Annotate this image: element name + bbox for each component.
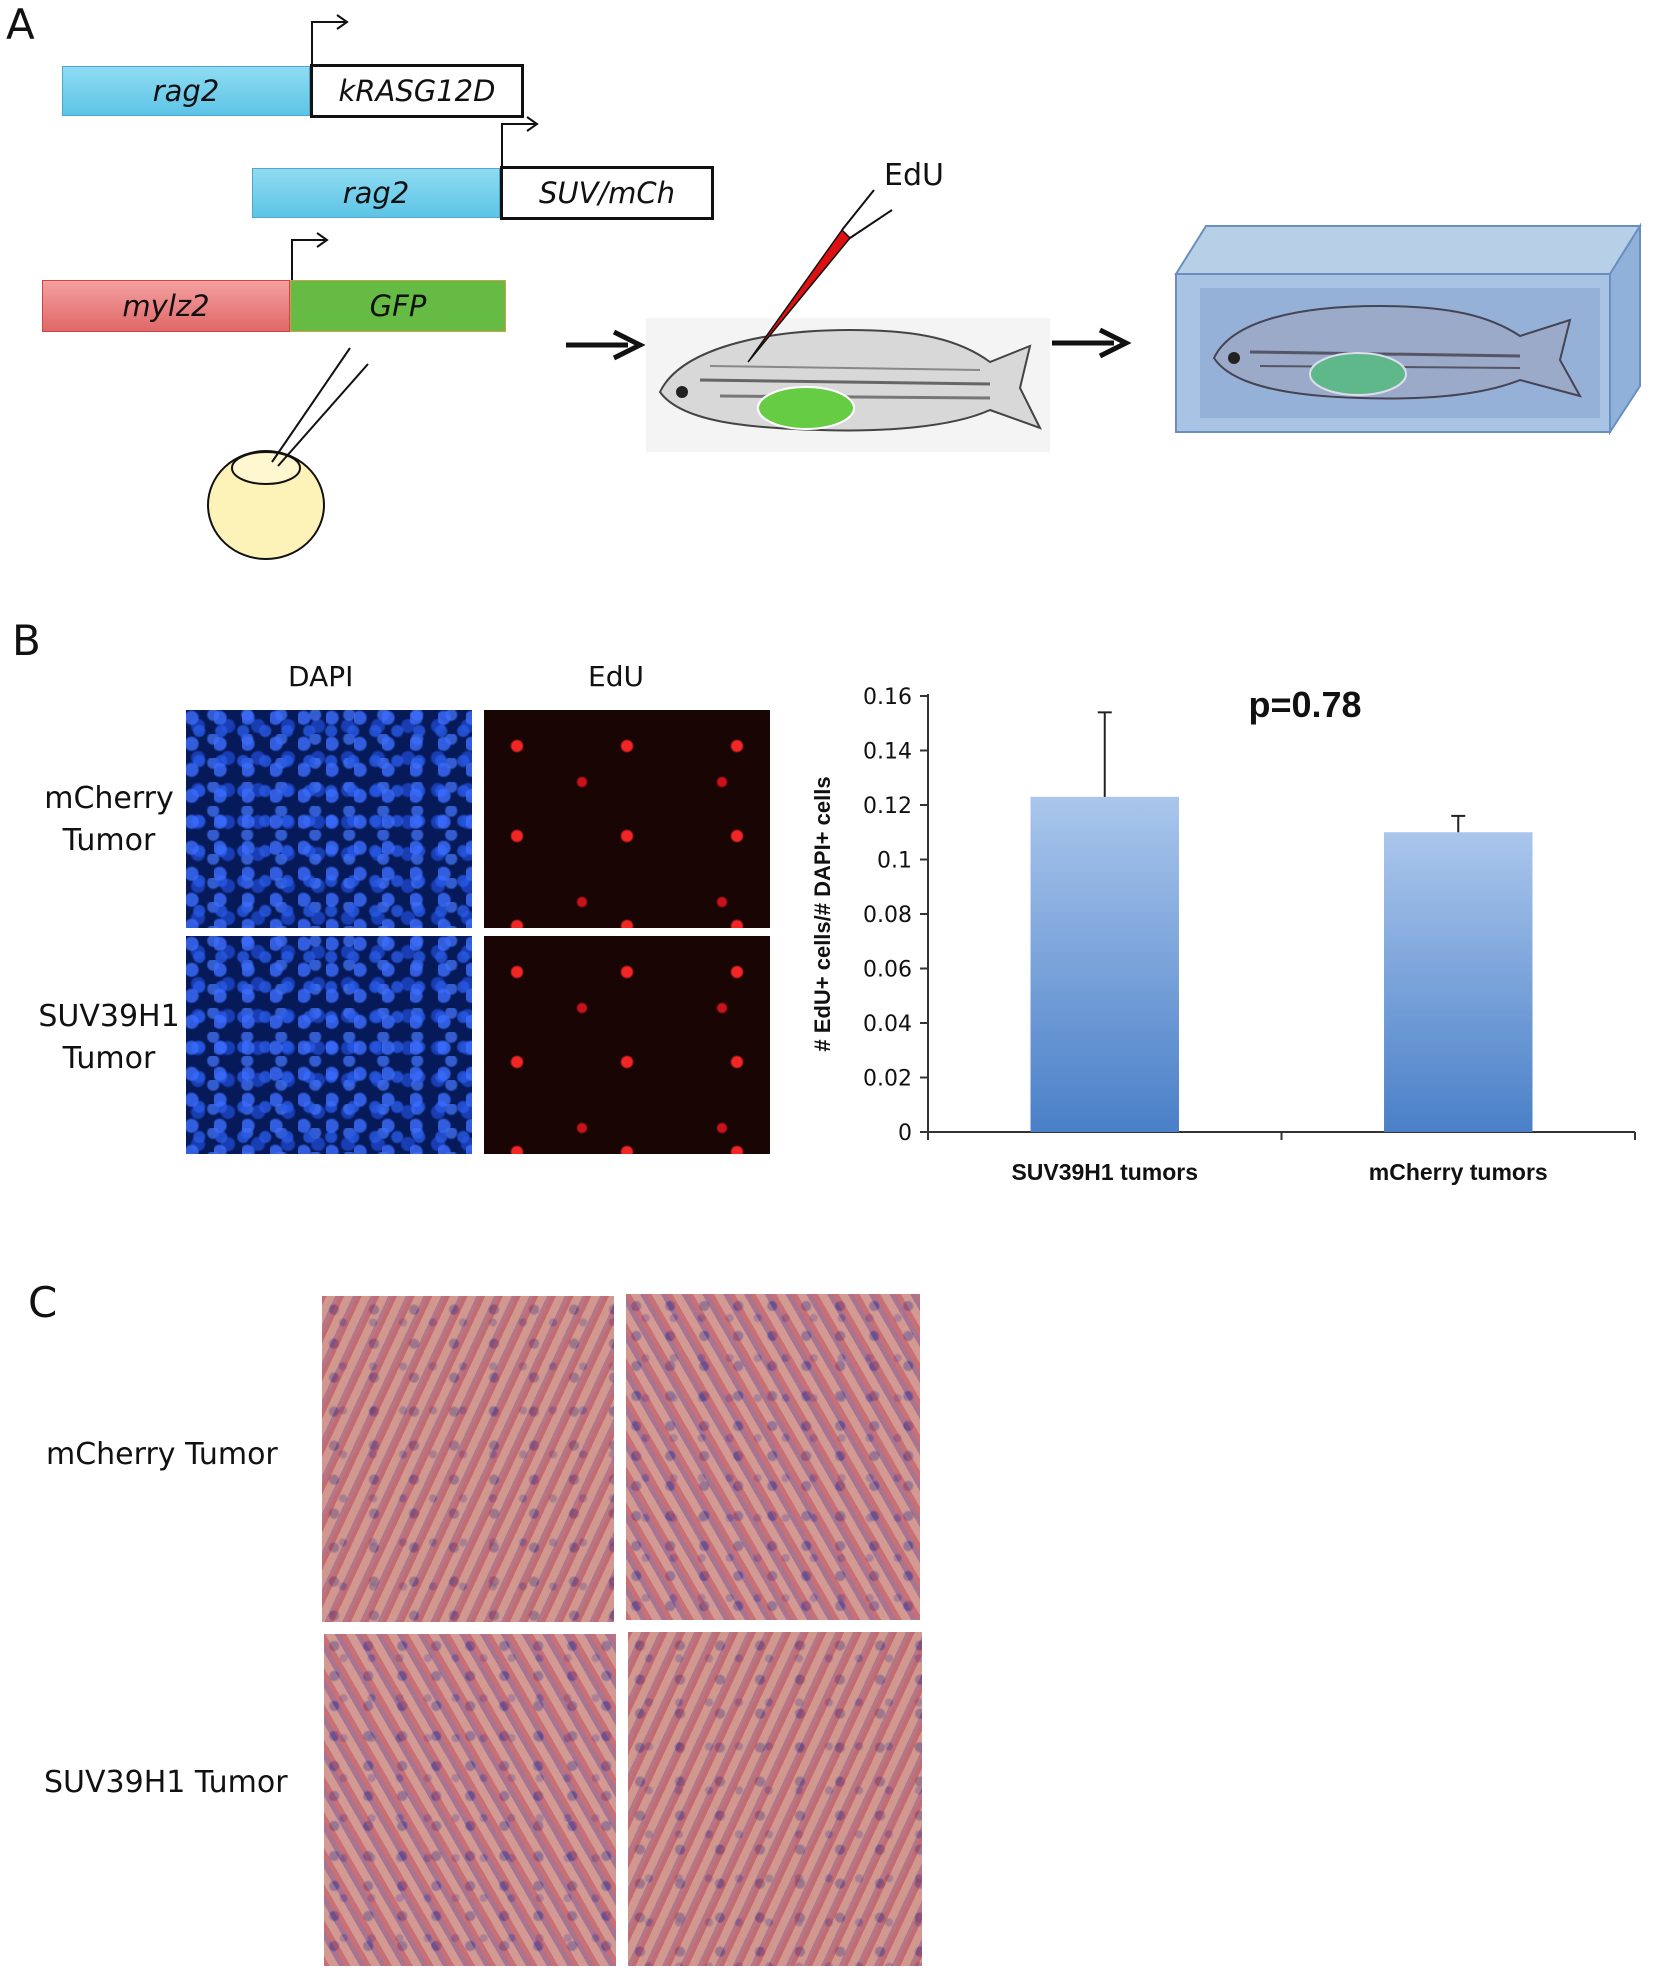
kras-insert: kRASG12D — [310, 64, 524, 118]
right-arrow-icon — [566, 329, 646, 361]
bar-suv39h1-tumors — [1030, 796, 1179, 1132]
y-tick-label: 0.1 — [877, 849, 912, 874]
he-image-suv39h1-1 — [324, 1634, 616, 1966]
panel-a-label: A — [6, 0, 35, 49]
panel-a-diagram — [207, 14, 1642, 560]
he-image-suv39h1-2 — [628, 1632, 922, 1966]
edu-image-mcherry — [484, 710, 770, 928]
y-axis-label: # EdU+ cells/# DAPI+ cells — [810, 776, 835, 1051]
dapi-column-label: DAPI — [288, 660, 354, 693]
b-row2-line2: Tumor — [62, 1041, 156, 1076]
x-category-label: mCherry tumors — [1369, 1159, 1548, 1185]
mylz2-promoter: mylz2 — [42, 280, 290, 332]
b-row-label-mcherry: mCherry Tumor — [34, 778, 184, 862]
promoter-arrow-1 — [311, 21, 345, 66]
edu-bar-chart: 0 0.02 0.04 0.06 0.08 0.1 0.12 0.14 0.16SUV39H1 … — [810, 684, 1636, 1185]
dapi-image-mcherry — [186, 710, 472, 928]
y-tick-label: 0 — [898, 1121, 912, 1146]
y-tick-label: 0.08 — [863, 903, 912, 928]
panel-c-label: C — [28, 1278, 58, 1327]
dapi-image-suv39h1 — [186, 936, 472, 1154]
p-value-annotation: p=0.78 — [1248, 684, 1361, 725]
promoter-arrow-2 — [501, 123, 535, 168]
bar-mcherry-tumors — [1384, 832, 1533, 1132]
c-row-label-suv39h1: SUV39H1 Tumor — [44, 1765, 288, 1800]
y-tick-label: 0.02 — [863, 1067, 912, 1092]
embryo-icon — [207, 347, 369, 560]
suv-mch-insert: SUV/mCh — [500, 166, 714, 220]
y-tick-label: 0.04 — [863, 1012, 912, 1037]
rag2-promoter-1: rag2 — [62, 66, 310, 116]
embedded-fish-block-icon — [1174, 222, 1642, 436]
right-arrow-icon — [1052, 327, 1132, 359]
y-tick-label: 0.12 — [863, 794, 912, 819]
b-row1-line1: mCherry — [44, 781, 174, 816]
b-row2-line1: SUV39H1 — [38, 999, 180, 1034]
b-row1-line2: Tumor — [62, 823, 156, 858]
gfp-insert: GFP — [290, 280, 506, 332]
c-row-label-mcherry: mCherry Tumor — [46, 1437, 278, 1472]
panel-b-label: B — [12, 616, 41, 665]
he-image-mcherry-2 — [626, 1294, 920, 1620]
edu-image-suv39h1 — [484, 936, 770, 1154]
zebrafish-injected-icon — [646, 189, 1050, 452]
rag2-promoter-2: rag2 — [252, 168, 500, 218]
y-tick-label: 0.16 — [863, 685, 912, 710]
y-tick-label: 0.06 — [863, 958, 912, 983]
he-image-mcherry-1 — [322, 1296, 614, 1622]
edu-column-label: EdU — [588, 660, 644, 693]
promoter-arrow-3 — [291, 239, 325, 280]
edu-injection-label: EdU — [884, 158, 944, 193]
b-row-label-suv39h1: SUV39H1 Tumor — [34, 996, 184, 1080]
y-tick-label: 0.14 — [863, 740, 912, 765]
x-category-label: SUV39H1 tumors — [1011, 1159, 1198, 1185]
